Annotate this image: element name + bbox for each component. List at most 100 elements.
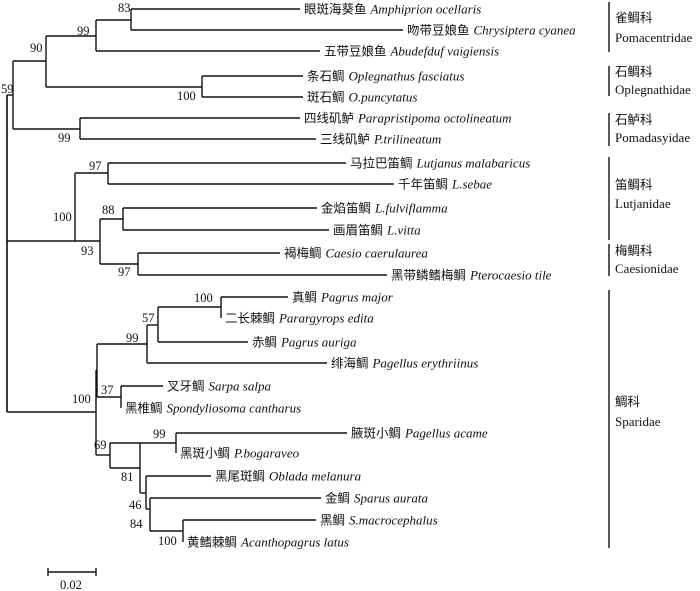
bootstrap-value: 99 [58,131,71,145]
taxon-label: 叉牙鲷 Sarpa salpa [167,379,271,394]
family-label-latin: Oplegnathidae [615,82,691,97]
taxon-scientific-name: Amphiprion ocellaris [369,2,481,17]
taxon-chinese-name: 斑石鲷 [307,90,348,105]
taxon-label: 褐梅鲷 Caesio caerulaurea [284,246,428,261]
bootstrap-value: 88 [102,203,115,217]
taxon-scientific-name: Pagellus acame [404,426,488,441]
taxon-chinese-name: 真鲷 [292,290,321,305]
bootstrap-value: 37 [101,383,114,397]
taxon-chinese-name: 黑带鳞鳍梅鲷 [391,268,470,283]
bootstrap-value: 69 [94,438,107,452]
taxon-scientific-name: S.macrocephalus [349,513,438,528]
bootstrap-value: 84 [130,517,143,531]
taxon-chinese-name: 马拉巴笛鲷 [350,156,416,171]
bootstrap-value: 99 [126,331,139,345]
taxon-scientific-name: L.fulviflamma [374,201,448,216]
taxon-chinese-name: 黄鳍棘鲷 [187,535,241,550]
taxon-chinese-name: 条石鲷 [307,69,348,84]
taxon-label: 斑石鲷 O.puncytatus [307,90,417,105]
taxon-scientific-name: Pagrus auriga [280,335,357,350]
family-label-chinese: 雀鲷科 [615,10,653,25]
taxon-scientific-name: Sarpa salpa [208,379,271,394]
taxon-label: 黑斑小鲷 P.bogaraveo [180,446,300,461]
taxon-scientific-name: Pagellus erythriinus [371,356,478,371]
bootstrap-value: 93 [81,244,94,258]
taxon-label: 黑带鳞鳍梅鲷 Pterocaesio tile [391,268,552,283]
taxon-label: 黄鳍棘鲷 Acanthopagrus latus [187,535,349,550]
taxon-chinese-name: 黑椎鲷 [125,401,166,416]
taxon-label: 黑尾斑鲷 Oblada melanura [215,469,362,484]
bootstrap-value: 97 [89,159,102,173]
taxon-scientific-name: Pagrus major [320,290,394,305]
taxon-scientific-name: Caesio caerulaurea [325,246,428,261]
taxon-label: 赤鲷 Pagrus auriga [252,335,357,350]
family-label-chinese: 笛鲷科 [615,177,653,192]
family-label-chinese: 石鲈科 [615,112,653,127]
taxon-chinese-name: 褐梅鲷 [284,246,325,261]
taxon-label: 条石鲷 Oplegnathus fasciatus [307,69,464,84]
taxon-scientific-name: Abudefduf vaigiensis [389,44,499,59]
bootstrap-value: 83 [118,1,131,15]
taxon-chinese-name: 金鲷 [325,491,354,506]
taxon-label: 马拉巴笛鲷 Lutjanus malabaricus [350,156,530,171]
taxon-scientific-name: O.puncytatus [348,90,417,105]
bootstrap-value: 100 [53,210,72,224]
taxon-chinese-name: 金焰笛鲷 [321,201,375,216]
bootstrap-value: 100 [72,392,91,406]
taxon-chinese-name: 叉牙鲷 [167,379,208,394]
family-label-latin: Pomadasyidae [615,130,690,145]
taxon-label: 三线矶鲈 P.trilineatum [320,132,441,147]
taxon-label: 绯海鲷 Pagellus erythriinus [331,356,478,371]
family-label-latin: Caesionidae [615,261,679,276]
taxon-label: 金焰笛鲷 L.fulviflamma [321,201,448,216]
family-label-latin: Sparidae [615,414,661,429]
family-label-chinese: 石鲷科 [615,64,653,79]
taxon-chinese-name: 黑尾斑鲷 [215,469,269,484]
taxon-chinese-name: 三线矶鲈 [320,132,374,147]
taxon-label: 千年笛鲷 L.sebae [398,177,492,192]
taxon-chinese-name: 眼斑海葵鱼 [304,2,370,17]
taxon-label: 五带豆娘鱼 Abudefduf vaigiensis [324,44,499,59]
bootstrap-value: 59 [1,82,14,96]
taxon-label: 腋斑小鲷 Pagellus acame [351,426,488,441]
taxon-scientific-name: Lutjanus malabaricus [415,156,530,171]
taxon-chinese-name: 腋斑小鲷 [351,426,405,441]
bootstrap-value: 99 [153,427,166,441]
taxon-chinese-name: 绯海鲷 [331,356,372,371]
taxon-scientific-name: L.vitta [386,223,421,238]
bootstrap-value: 46 [129,498,142,512]
bootstrap-value: 97 [118,265,131,279]
taxon-scientific-name: Parapristipoma octolineatum [357,111,511,126]
taxon-scientific-name: Oblada melanura [269,469,362,484]
taxon-label: 真鲷 Pagrus major [292,290,394,305]
bootstrap-value: 99 [77,24,90,38]
family-label-latin: Lutjanidae [615,196,671,211]
taxon-scientific-name: Oplegnathus fasciatus [348,69,464,84]
taxon-scientific-name: Pterocaesio tile [469,268,552,283]
taxon-chinese-name: 画眉笛鲷 [333,223,387,238]
bootstrap-value: 90 [30,41,43,55]
taxon-scientific-name: Spondyliosoma cantharus [166,401,301,416]
taxon-label: 吻带豆娘鱼 Chrysiptera cyanea [407,23,576,38]
taxon-chinese-name: 黑斑小鲷 [180,446,234,461]
taxon-label: 黑鲷 S.macrocephalus [320,513,438,528]
taxon-chinese-name: 吻带豆娘鱼 [407,23,473,38]
taxon-scientific-name: Sparus aurata [354,491,429,506]
taxon-scientific-name: P.bogaraveo [233,446,300,461]
taxon-chinese-name: 黑鲷 [320,513,349,528]
taxon-chinese-name: 四线矶鲈 [304,111,358,126]
scale-bar-label: 0.02 [60,578,82,591]
taxon-label: 黑椎鲷 Spondyliosoma cantharus [125,401,301,416]
bootstrap-value: 100 [177,89,196,103]
taxon-label: 画眉笛鲷 L.vitta [333,223,421,238]
taxon-label: 四线矶鲈 Parapristipoma octolineatum [304,111,511,126]
taxon-scientific-name: Acanthopagrus latus [240,535,349,550]
taxon-scientific-name: Parargyrops edita [278,311,374,326]
family-label-latin: Pomacentridae [615,30,692,45]
taxon-scientific-name: Chrysiptera cyanea [473,23,576,38]
bootstrap-value: 57 [142,311,155,325]
taxon-chinese-name: 二长棘鲷 [225,311,279,326]
taxon-scientific-name: L.sebae [451,177,492,192]
taxon-label: 二长棘鲷 Parargyrops edita [225,311,374,326]
